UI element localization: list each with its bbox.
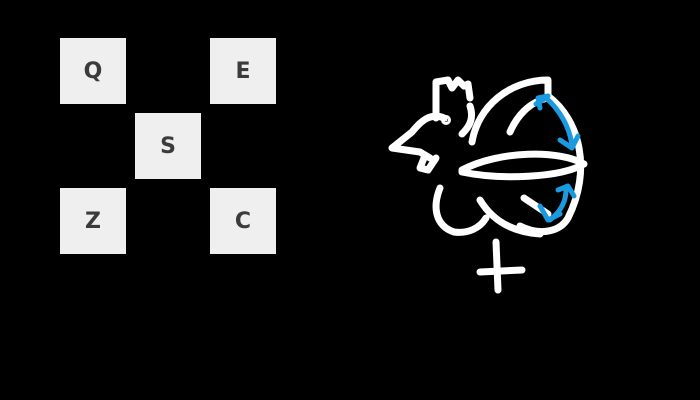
rooster-neck [458,102,476,138]
rooster-head [388,112,448,162]
rooster-eye [441,115,451,125]
key-z[interactable]: Z [60,188,126,254]
key-q[interactable]: Q [60,38,126,104]
rooster-wattle [416,154,440,174]
rooster-wing [458,150,588,181]
rooster-leg [492,238,502,294]
rooster-belly [476,196,544,238]
key-s-label: S [160,133,176,159]
rotate-arrow-lower-head [537,203,563,223]
rooster-foot [476,266,526,276]
rooster-breast [432,184,490,236]
key-q-label: Q [83,58,103,84]
key-z-label: Z [85,208,101,234]
key-e-label: E [235,58,251,84]
key-e[interactable]: E [210,38,276,104]
rotate-arrow-upper-head [557,133,581,151]
rotate-arrow-lower-tail [555,183,577,199]
key-c-label: C [234,208,252,234]
key-c[interactable]: C [210,188,276,254]
rooster-comb [432,76,474,122]
rotate-arrow-upper-tail [535,93,551,111]
rooster-tail-arc [516,92,585,236]
key-s[interactable]: S [135,113,201,179]
rooster-back [468,76,552,146]
